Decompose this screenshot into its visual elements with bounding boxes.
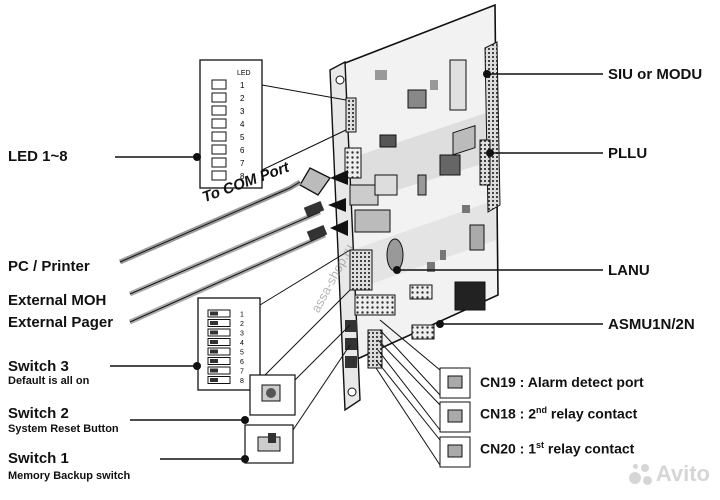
dip-switch-4 [207, 338, 231, 346]
dip-switch-1 [207, 309, 231, 318]
label-switch1-sub: Memory Backup switch [8, 470, 131, 482]
led-1 [211, 79, 227, 90]
label-siu: SIU or MODU [608, 66, 703, 83]
audio-cables [128, 198, 348, 325]
leader-lines [110, 73, 603, 460]
led-2 [211, 92, 227, 103]
pllu-module [452, 125, 491, 186]
memory-switch-callout [244, 344, 351, 464]
label-external-pager: External Pager [8, 314, 114, 331]
led-label-2: 2 [240, 94, 245, 103]
label-pllu: PLLU [608, 145, 648, 162]
dip-switch-callout: 1 2 3 4 5 6 7 8 [197, 249, 351, 391]
dip-switch-2 [207, 319, 231, 327]
led-label-4: 4 [240, 120, 245, 129]
led-label-8: 8 [240, 172, 245, 181]
watermark-avito: Avito [628, 461, 710, 487]
label-switch2: Switch 2 [8, 405, 69, 422]
label-lanu: LANU [608, 262, 650, 279]
dip-switch-6 [207, 357, 231, 365]
led-strip-on-board [345, 97, 357, 133]
label-led: LED 1~8 [8, 148, 68, 165]
dip-knob-6 [210, 359, 218, 363]
label-switch1: Switch 1 [8, 450, 69, 467]
label-cn19: CN19 : Alarm detect port [480, 374, 644, 390]
label-asmu: ASMU1N/2N [608, 316, 695, 333]
led-label-7: 7 [240, 159, 245, 168]
dip-knob-3 [210, 330, 218, 335]
label-external-moh: External MOH [8, 292, 107, 309]
led-4 [211, 118, 227, 129]
led-label-5: 5 [240, 133, 245, 142]
dip-knob-1 [210, 311, 218, 316]
dip-number-4: 4 [240, 340, 244, 347]
led-header-text: LED [237, 70, 251, 77]
label-cn20: CN20 : 1st relay contact [480, 440, 635, 457]
led-callout: 1 2 3 4 5 6 7 8 LED [199, 59, 347, 189]
board-chips [375, 70, 486, 340]
dip-number-6: 6 [240, 359, 244, 366]
led-7 [211, 157, 227, 168]
dip-switch-3 [207, 328, 231, 337]
leader-dots [193, 70, 494, 463]
dip-number-8: 8 [240, 378, 244, 385]
dip-number-1: 1 [240, 312, 244, 319]
dip-switch-8 [207, 376, 231, 384]
led-3 [211, 105, 227, 116]
edge-connectors [344, 147, 404, 369]
led-label-1: 1 [240, 81, 245, 90]
dip-knob-4 [210, 340, 218, 344]
led-label-6: 6 [240, 146, 245, 155]
reset-button-callout [249, 324, 351, 416]
label-switch2-sub: System Reset Button [8, 423, 119, 435]
dip-number-3: 3 [240, 331, 244, 338]
led-5 [211, 131, 227, 142]
dip-switch-5 [207, 347, 231, 356]
avito-logo-icon [628, 464, 653, 486]
label-switch3: Switch 3 [8, 358, 69, 375]
dip-number-2: 2 [240, 321, 244, 328]
dip-knob-5 [210, 349, 218, 354]
dip-knob-8 [210, 378, 218, 382]
dip-knob-2 [210, 321, 218, 325]
label-cn18: CN18 : 2nd relay contact [480, 405, 638, 422]
dip-knob-7 [210, 368, 218, 373]
led-6 [211, 144, 227, 155]
led-label-3: 3 [240, 107, 245, 116]
dip-number-5: 5 [240, 350, 244, 357]
led-8 [211, 170, 227, 181]
cn-callouts [375, 319, 471, 468]
label-switch3-sub: Default is all on [8, 375, 90, 387]
dip-number-7: 7 [240, 369, 244, 376]
label-pc-printer: PC / Printer [8, 258, 90, 275]
dip-switch-7 [207, 366, 231, 375]
com-port-cable [119, 167, 348, 265]
